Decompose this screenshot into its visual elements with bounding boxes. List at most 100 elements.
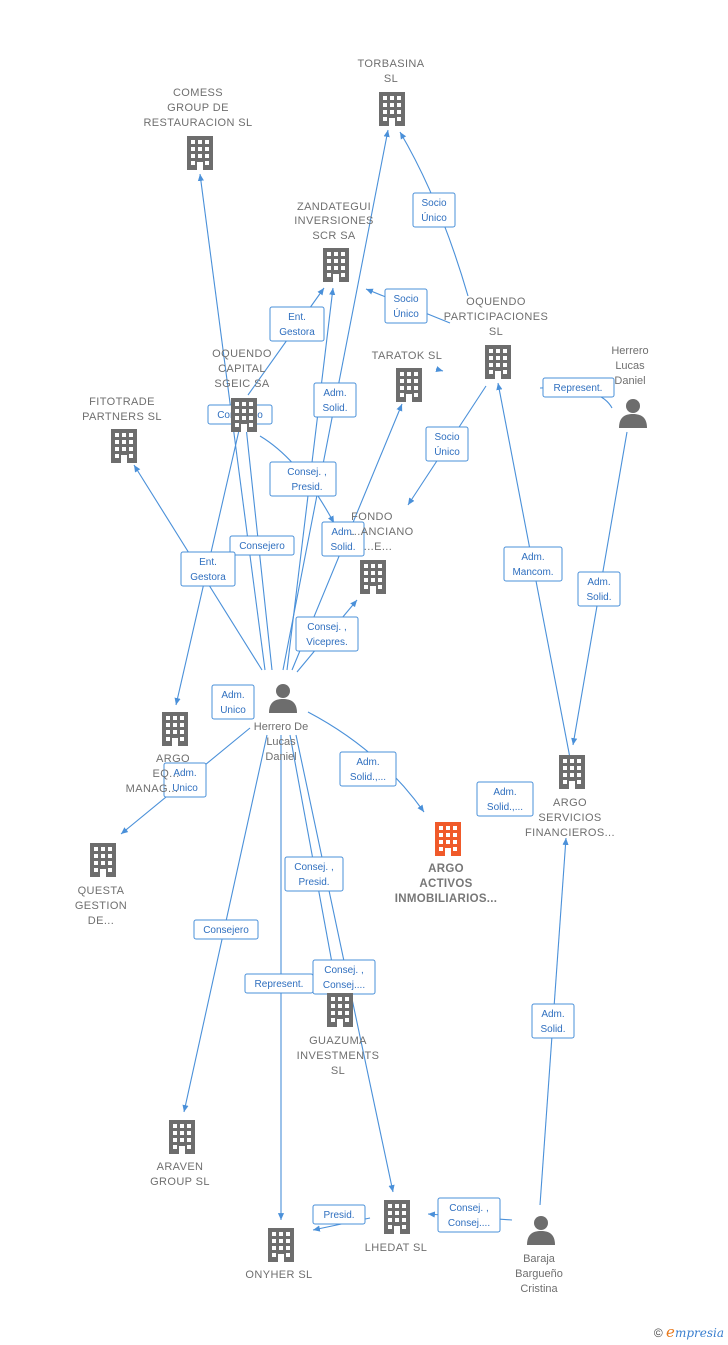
building-icon xyxy=(327,993,353,1027)
edge-label-adm-unico-argoeq[interactable]: Adm. Unico xyxy=(211,684,255,720)
edge-label-line: Consej. , xyxy=(294,862,333,873)
edge-label-line: Presid. xyxy=(291,482,322,493)
edge-label-ent-gestora-zandategui[interactable]: Ent. Gestora xyxy=(269,306,325,342)
edge-label-presid-onyher[interactable]: Presid. xyxy=(312,1204,366,1225)
node-araven[interactable]: ARAVEN GROUP SL xyxy=(150,1120,210,1188)
node-label: Bargueño xyxy=(515,1268,563,1280)
edge-label-line: Adm. xyxy=(521,552,544,563)
edge-label-adm-solid-zandategui[interactable]: Adm. Solid. xyxy=(313,382,357,418)
edge-label-consej-consej-lhedat[interactable]: Consej. , Consej.... xyxy=(312,959,376,995)
building-icon xyxy=(396,368,422,402)
node-label: Daniel xyxy=(614,375,645,387)
node-zandategui[interactable]: ZANDATEGUI INVERSIONES SCR SA xyxy=(294,201,374,282)
building-icon xyxy=(231,398,257,432)
edge-label-line: Adm. xyxy=(356,757,379,768)
edge-label-line: Consej. , xyxy=(324,965,363,976)
edge-label-adm-unico-questa[interactable]: Adm. Unico xyxy=(163,762,207,798)
node-herrero-de-lucas-daniel[interactable]: Herrero De Lucas Daniel xyxy=(254,684,308,763)
edge-label-line: Consej. , xyxy=(449,1203,488,1214)
node-baraja-bargueno-cristina[interactable]: Baraja Bargueño Cristina xyxy=(515,1216,563,1295)
edge-label-line: Socio xyxy=(393,294,418,305)
node-argo-eq[interactable]: ARGO EQ... MANAG... xyxy=(126,712,190,795)
edge-label-socio-unico-fondo[interactable]: Socio Único xyxy=(425,426,469,462)
brand-initial: e xyxy=(666,1323,675,1341)
node-fitotrade[interactable]: FITOTRADE PARTNERS SL xyxy=(82,396,162,463)
node-argo-servicios[interactable]: ARGO SERVICIOS FINANCIEROS... xyxy=(525,755,615,839)
node-oquendo-participaciones[interactable]: OQUENDO PARTICIPACIONES SL xyxy=(444,296,548,379)
edge-label-socio-unico-zandategui[interactable]: Socio Único xyxy=(384,288,428,324)
node-label: ARAVEN xyxy=(157,1161,204,1173)
edge-label-consejero-araven[interactable]: Consejero xyxy=(193,919,259,940)
edge-label-line: Unico xyxy=(172,783,198,794)
edge-label-line: Vicepres. xyxy=(306,637,348,648)
node-label: Baraja xyxy=(523,1253,556,1265)
edge-label-adm-solid-argoserv2[interactable]: Adm. Solid.,... xyxy=(476,781,534,817)
building-icon xyxy=(384,1200,410,1234)
node-lhedat[interactable]: LHEDAT SL xyxy=(365,1200,428,1254)
node-comess[interactable]: COMESS GROUP DE RESTAURACION SL xyxy=(143,87,252,170)
building-icon xyxy=(323,248,349,282)
edge-label-line: Único xyxy=(421,211,447,224)
person-icon xyxy=(619,399,647,428)
node-label: GESTION xyxy=(75,900,127,912)
edge-label-line: Solid. xyxy=(586,592,611,603)
node-taratok[interactable]: TARATOK SL xyxy=(372,350,443,402)
edge-label-line: Consej. , xyxy=(307,622,346,633)
node-label: LHEDAT SL xyxy=(365,1242,428,1254)
edge-label-line: Único xyxy=(434,445,460,458)
node-label: OQUENDO xyxy=(466,296,526,308)
person-icon xyxy=(269,684,297,713)
edge-label-consej-presid-guazuma[interactable]: Consej. , Presid. xyxy=(284,856,344,892)
edge-label-line: Represent. xyxy=(255,979,304,990)
node-label: SL xyxy=(384,73,398,85)
node-label: ARGO xyxy=(428,863,464,875)
edge-label-line: Solid. xyxy=(540,1024,565,1035)
node-label: ARGO xyxy=(156,753,190,765)
edge-label-line: Consejero xyxy=(239,541,285,552)
edge-label-adm-solid-argoserv[interactable]: Adm. Solid. xyxy=(577,571,621,607)
edge-label-adm-solid-baraja[interactable]: Adm. Solid. xyxy=(531,1003,575,1039)
node-torbasina[interactable]: TORBASINA SL xyxy=(358,58,425,126)
edge-label-line: Adm. xyxy=(221,690,244,701)
edge-label-represent-herrero[interactable]: Represent. xyxy=(542,377,615,398)
edge-label-represent-onyher[interactable]: Represent. xyxy=(244,973,314,994)
edge-label-line: Adm. xyxy=(587,577,610,588)
node-label: ARGO xyxy=(553,797,587,809)
building-icon xyxy=(162,712,188,746)
edge-label-consej-consej-baraja[interactable]: Consej. , Consej.... xyxy=(437,1197,501,1233)
edge-label-adm-solid-fondo[interactable]: Adm. Solid. xyxy=(321,521,365,557)
node-guazuma[interactable]: GUAZUMA INVESTMENTS SL xyxy=(297,993,380,1077)
edge-label-adm-solid-activos[interactable]: Adm. Solid.,... xyxy=(339,751,397,787)
node-fondo[interactable]: FONDO ...ANCIANO ...E... xyxy=(350,511,413,594)
edge-label-line: Gestora xyxy=(190,572,226,583)
building-icon xyxy=(111,429,137,463)
node-label: FITOTRADE xyxy=(89,396,155,408)
edge-label-consej-presid-fondo[interactable]: Consej. , Presid. xyxy=(269,461,337,497)
node-label: TARATOK SL xyxy=(372,350,443,362)
edge-labels: Socio Único Socio Único Ent. Gestora Adm… xyxy=(163,192,621,1233)
building-icon xyxy=(187,136,213,170)
node-argo-activos[interactable]: ARGO ACTIVOS INMOBILIARIOS... xyxy=(395,822,498,905)
node-oquendo-capital[interactable]: OQUENDO CAPITAL SGEIC SA xyxy=(212,348,272,432)
edge-label-consejero-comess[interactable]: Consejero xyxy=(229,535,295,556)
node-questa[interactable]: QUESTA GESTION DE... xyxy=(75,843,127,927)
edge-label-consej-vicepres[interactable]: Consej. , Vicepres. xyxy=(295,616,359,652)
node-label: CAPITAL xyxy=(218,363,266,375)
node-label: PARTNERS SL xyxy=(82,411,162,423)
node-label: SL xyxy=(489,326,503,338)
node-label: OQUENDO xyxy=(212,348,272,360)
node-label: FONDO xyxy=(351,511,393,523)
node-herrero-lucas-daniel[interactable]: Herrero Lucas Daniel xyxy=(611,345,649,428)
edge-label-socio-unico-torbasina[interactable]: Socio Único xyxy=(412,192,456,228)
node-label: ZANDATEGUI xyxy=(297,201,371,213)
building-icon xyxy=(360,560,386,594)
edge-label-adm-mancom[interactable]: Adm. Mancom. xyxy=(503,546,563,582)
node-label: INVERSIONES xyxy=(294,215,374,227)
edge-label-ent-gestora-argoeq[interactable]: Ent. Gestora xyxy=(180,551,236,587)
edge-label-line: Socio xyxy=(434,432,459,443)
edge-label-line: Unico xyxy=(220,705,246,716)
node-label: ...E... xyxy=(364,541,392,553)
node-onyher[interactable]: ONYHER SL xyxy=(245,1228,312,1281)
node-label: ...ANCIANO xyxy=(350,526,413,538)
